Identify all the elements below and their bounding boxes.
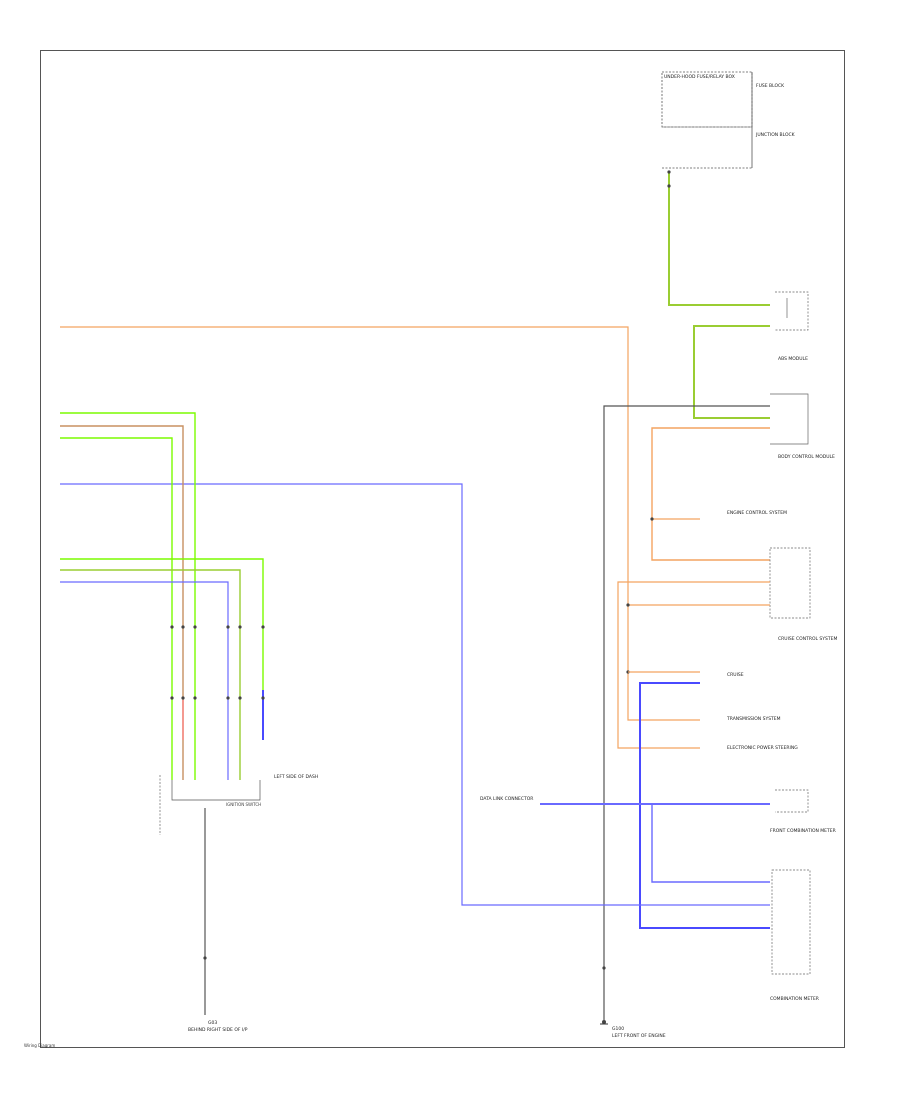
ground-left: G03 BEHIND RIGHT SIDE OF I/P [188,1020,248,1033]
cruise-module: CRUISE CONTROL SYSTEM [769,547,837,642]
page-footer: Wiring Diagram [24,1043,56,1048]
ground-right-label: G100 [612,1026,624,1032]
abs-module-label: ABS MODULE [778,356,808,362]
ground-left-desc: BEHIND RIGHT SIDE OF I/P [188,1027,248,1033]
body-control-module: BODY CONTROL MODULE [770,393,835,460]
data-link-label: DATA LINK CONNECTOR [480,796,533,802]
ground-left-label: G03 [208,1020,217,1026]
cruise-module-label: CRUISE CONTROL SYSTEM [778,636,837,642]
engine-sys-label: ENGINE CONTROL SYSTEM [727,510,787,516]
combination-meter-label: COMBINATION METER [770,996,819,1002]
left-module: LEFT SIDE OF DASH IGNITION SWITCH [159,774,318,835]
fuse-box-label: UNDER-HOOD FUSE/RELAY BOX [664,74,735,80]
abs-module: ABS MODULE [775,291,809,362]
body-module-label: BODY CONTROL MODULE [778,454,835,460]
cruise-sys-label: CRUISE [727,672,744,678]
ground-right-desc: LEFT FRONT OF ENGINE [612,1033,666,1039]
fcm-label: FRONT COMBINATION METER [770,828,836,834]
junction-label: JUNCTION BLOCK [755,132,796,138]
diagram-frame [40,50,845,1048]
ground-right: G100 LEFT FRONT OF ENGINE [600,1023,666,1039]
ignition-label: IGNITION SWITCH [226,802,261,807]
trans-sys-label: TRANSMISSION SYSTEM [726,716,781,722]
fuse-block-label: FUSE BLOCK [756,83,785,89]
fuse-box: UNDER-HOOD FUSE/RELAY BOX FUSE BLOCK JUN… [661,71,796,169]
combination-meter: COMBINATION METER [770,869,819,1002]
left-module-label: LEFT SIDE OF DASH [274,774,318,780]
elec-power-label: ELECTRONIC POWER STEERING [727,745,798,751]
